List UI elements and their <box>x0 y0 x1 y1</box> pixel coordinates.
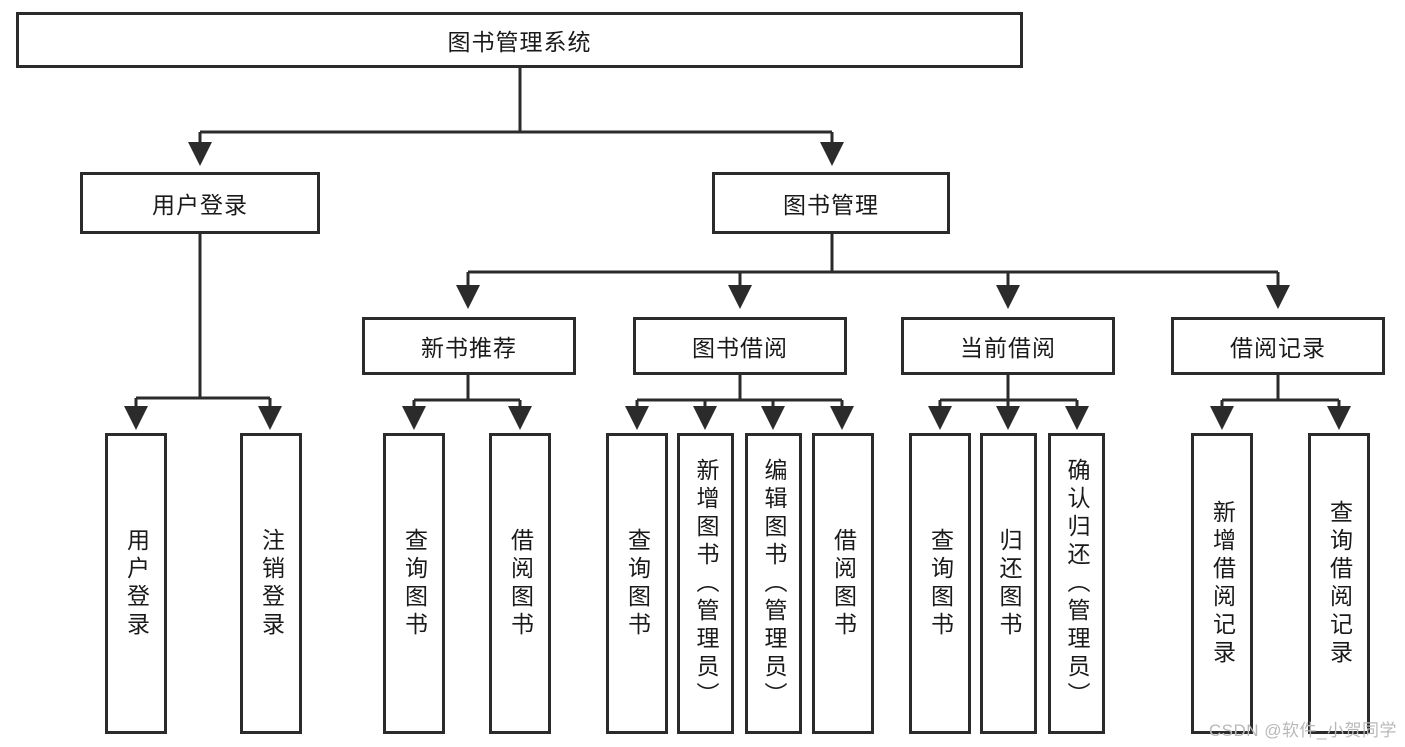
leaf-current-return-book-label: 归还图书 <box>996 527 1022 640</box>
leaf-borrow-query-book[interactable]: 查询图书 <box>606 433 668 734</box>
leaf-borrow-borrow-book[interactable]: 借阅图书 <box>812 433 874 734</box>
node-current-borrow-label: 当前借阅 <box>960 335 1056 361</box>
leaf-current-return-book[interactable]: 归还图书 <box>980 433 1037 734</box>
leaf-recommend-borrow-book[interactable]: 借阅图书 <box>489 433 551 734</box>
node-new-book-recommend[interactable]: 新书推荐 <box>362 317 576 375</box>
leaf-borrow-add-book-admin-label: 新增图书（管理员） <box>693 457 719 710</box>
node-book-management-label: 图书管理 <box>783 192 879 218</box>
leaf-record-add-borrow-record-label: 新增借阅记录 <box>1209 499 1236 668</box>
node-root-book-management-system[interactable]: 图书管理系统 <box>16 12 1023 68</box>
node-current-borrow[interactable]: 当前借阅 <box>901 317 1115 375</box>
leaf-borrow-borrow-book-label: 借阅图书 <box>830 527 857 640</box>
csdn-watermark: CSDN @软件_小贺同学 <box>1208 721 1397 740</box>
leaf-record-query-borrow-record-label: 查询借阅记录 <box>1326 499 1353 668</box>
leaf-user-login[interactable]: 用户登录 <box>105 433 167 734</box>
node-book-borrow[interactable]: 图书借阅 <box>633 317 847 375</box>
leaf-current-query-book-label: 查询图书 <box>927 527 954 640</box>
leaf-borrow-edit-book-admin[interactable]: 编辑图书（管理员） <box>745 433 802 734</box>
leaf-current-confirm-return-admin-label: 确认归还（管理员） <box>1064 457 1090 710</box>
leaf-record-query-borrow-record[interactable]: 查询借阅记录 <box>1308 433 1370 734</box>
node-borrow-record-label: 借阅记录 <box>1230 335 1326 361</box>
leaf-recommend-borrow-book-label: 借阅图书 <box>507 527 534 640</box>
leaf-user-login-label: 用户登录 <box>123 527 150 640</box>
node-book-borrow-label: 图书借阅 <box>692 335 788 361</box>
leaf-recommend-query-book[interactable]: 查询图书 <box>383 433 445 734</box>
node-new-book-recommend-label: 新书推荐 <box>421 335 517 361</box>
node-book-management[interactable]: 图书管理 <box>712 172 950 234</box>
leaf-current-query-book[interactable]: 查询图书 <box>909 433 971 734</box>
leaf-borrow-query-book-label: 查询图书 <box>624 527 651 640</box>
leaf-record-add-borrow-record[interactable]: 新增借阅记录 <box>1191 433 1253 734</box>
leaf-borrow-edit-book-admin-label: 编辑图书（管理员） <box>761 457 787 710</box>
leaf-current-confirm-return-admin[interactable]: 确认归还（管理员） <box>1048 433 1105 734</box>
node-borrow-record[interactable]: 借阅记录 <box>1171 317 1385 375</box>
node-user-login-label: 用户登录 <box>152 192 248 218</box>
node-root-label: 图书管理系统 <box>447 29 592 55</box>
leaf-logout[interactable]: 注销登录 <box>240 433 302 734</box>
node-user-login[interactable]: 用户登录 <box>80 172 320 234</box>
leaf-borrow-add-book-admin[interactable]: 新增图书（管理员） <box>677 433 734 734</box>
leaf-logout-label: 注销登录 <box>258 527 285 640</box>
leaf-recommend-query-book-label: 查询图书 <box>401 527 428 640</box>
